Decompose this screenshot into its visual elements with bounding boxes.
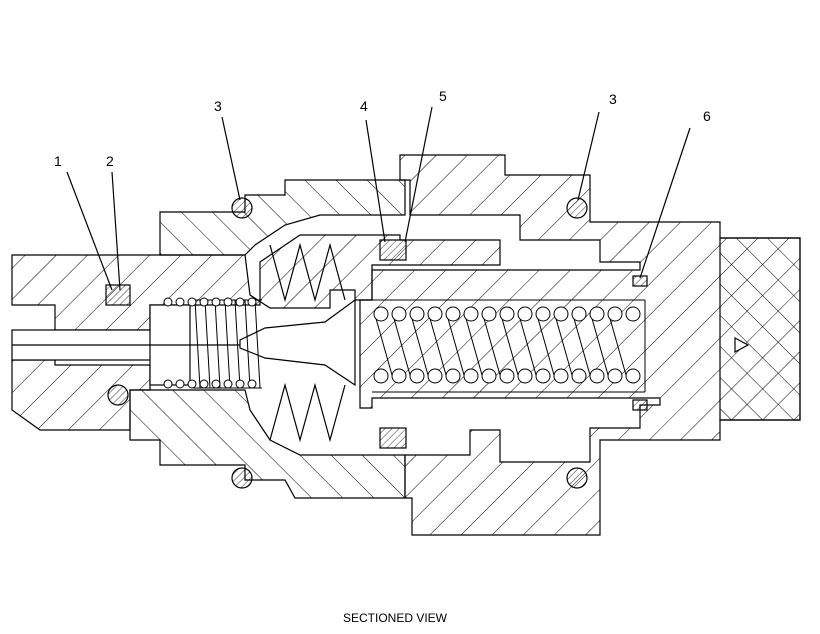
large-spring	[372, 299, 646, 393]
callout-1: 1	[54, 153, 62, 169]
callout-4: 4	[360, 98, 368, 114]
large-spring-coils	[373, 306, 641, 384]
cartridge-body-upper	[11, 179, 501, 331]
seal-lower-mid	[379, 427, 407, 449]
seals	[105, 197, 648, 489]
seal-lower-left	[107, 384, 129, 406]
o-ring-item-3-left	[231, 197, 253, 219]
callout-3-right: 3	[609, 91, 617, 107]
callout-labels: 1 2 3 4 5 3 6	[54, 88, 711, 169]
seal-lower-right	[632, 399, 648, 411]
seal-item-1	[105, 284, 131, 306]
callout-leaders	[66, 106, 691, 291]
seal-item-4-5	[379, 239, 407, 261]
callout-6: 6	[703, 108, 711, 124]
callout-5: 5	[439, 88, 447, 104]
disc-washers	[269, 242, 346, 443]
drawing-caption: SECTIONED VIEW	[342, 611, 447, 625]
o-ring-lower-left	[231, 467, 253, 489]
callout-2: 2	[106, 153, 114, 169]
cartridge-body-lower	[11, 359, 406, 499]
o-ring-item-3-right	[566, 197, 588, 219]
seal-item-6	[632, 275, 648, 287]
small-spring-coils	[163, 297, 257, 389]
poppet	[11, 298, 356, 387]
end-plug	[719, 237, 801, 421]
callout-3-left: 3	[214, 98, 222, 114]
o-ring-lower-right	[566, 467, 588, 489]
